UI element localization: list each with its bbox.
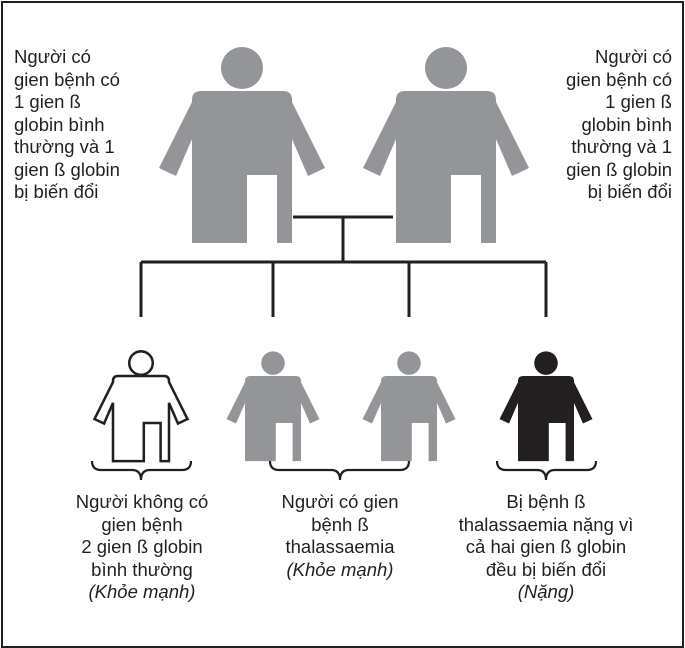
parent-right-label: Người có gien bệnh có 1 gien ß globin bì… (566, 46, 672, 202)
child-carrier-note: (Khỏe mạnh) (286, 558, 394, 580)
parent-right-icon (363, 47, 529, 243)
child-affected-label: Bị bệnh ß thalassaemia nặng vì cả hai gi… (446, 491, 646, 604)
child-carrier-label: Người có gien bệnh ß thalassaemia (Khỏe … (250, 491, 430, 581)
parent-left-label: Người có gien bệnh có 1 gien ß globin bì… (14, 46, 120, 202)
child-carrier-1-icon (226, 351, 320, 462)
brace-carrier (268, 460, 411, 481)
pedigree-lines (139, 215, 548, 317)
child-affected-icon (499, 351, 593, 462)
child-affected-note: (Nặng) (517, 581, 575, 602)
group-braces (90, 460, 598, 481)
child-normal-label: Người không có gien bệnh 2 gien ß globin… (46, 491, 238, 604)
brace-affected (495, 460, 598, 481)
child-carrier-2-icon (362, 351, 456, 462)
parent-left-icon (159, 47, 325, 243)
child-normal-icon (93, 350, 189, 463)
brace-normal (90, 460, 193, 481)
child-normal-note: (Khỏe mạnh) (88, 581, 196, 602)
